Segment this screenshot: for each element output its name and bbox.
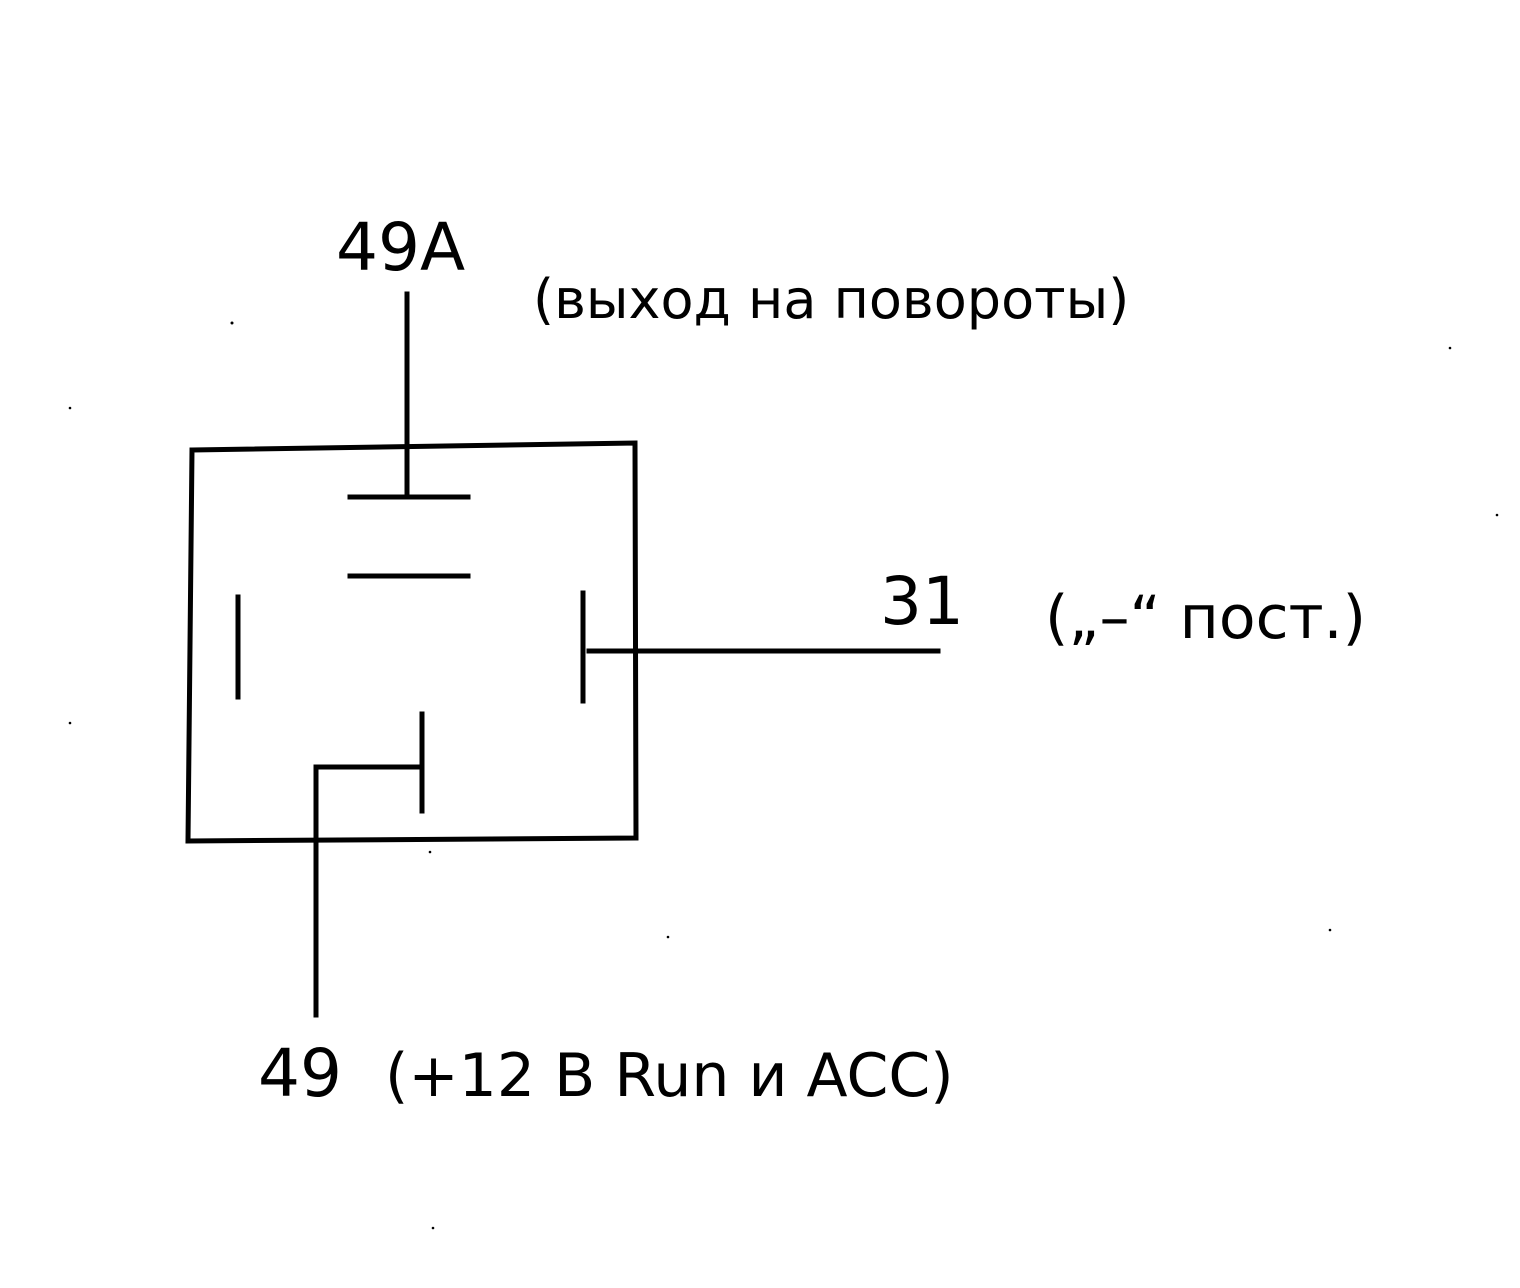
pin-31-number: 31 xyxy=(880,563,964,640)
pin-31-note: („–“ пост.) xyxy=(1045,583,1366,653)
pin-49a-number: 49A xyxy=(336,209,465,286)
relay-housing xyxy=(185,440,639,844)
pin-49-note: (+12 В Run и ACC) xyxy=(385,1041,954,1111)
pin-49-lead xyxy=(313,711,425,1018)
pin-49a-note: (выход на повороты) xyxy=(533,268,1129,331)
pin-31-lead xyxy=(580,590,941,704)
pin-49a-lead xyxy=(347,291,471,579)
scan-specks xyxy=(68,321,1499,1230)
pin-49-number: 49 xyxy=(258,1035,342,1112)
